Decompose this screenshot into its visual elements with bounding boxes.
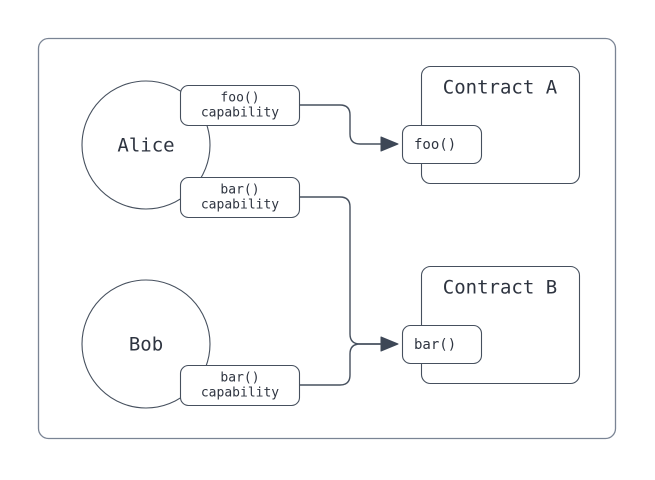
capability-label-alice-foo-line1: foo() xyxy=(220,91,259,106)
actor-circle-bob[interactable] xyxy=(81,279,211,409)
function-label-contract-a-foo: foo() xyxy=(414,137,456,153)
capability-label-alice-bar-line2: capability xyxy=(201,198,279,213)
capability-label-bob-bar-line1: bar() xyxy=(220,371,259,386)
arrowhead-icon xyxy=(380,136,399,152)
contract-a[interactable]: Contract A foo() xyxy=(401,65,581,185)
capability-alice-foo[interactable]: foo() capability xyxy=(179,84,301,127)
actor-label-bob: Bob xyxy=(129,334,163,356)
function-box-contract-a-foo[interactable] xyxy=(401,124,483,165)
contract-b[interactable]: Contract B bar() xyxy=(401,265,581,385)
capability-alice-bar[interactable]: bar() capability xyxy=(179,176,301,219)
capability-label-alice-foo-line2: capability xyxy=(201,106,279,121)
capability-box-alice-bar[interactable] xyxy=(179,176,301,219)
contract-title-contract-a: Contract A xyxy=(443,77,558,99)
edge-alice-foo-to-contract-a-foo xyxy=(299,104,399,152)
function-label-contract-b-bar: bar() xyxy=(414,337,456,353)
capability-label-alice-bar-line1: bar() xyxy=(220,183,259,198)
edge-bob-bar-to-contract-b-bar xyxy=(299,343,382,386)
capability-bob-bar[interactable]: bar() capability xyxy=(179,364,301,407)
function-box-contract-b-bar[interactable] xyxy=(401,324,483,365)
contract-title-contract-b: Contract B xyxy=(443,277,557,299)
capability-box-alice-foo[interactable] xyxy=(179,84,301,127)
capability-box-bob-bar[interactable] xyxy=(179,364,301,407)
actor-circle-alice[interactable] xyxy=(81,80,211,210)
capability-label-bob-bar-line2: capability xyxy=(201,386,279,401)
actor-label-alice: Alice xyxy=(117,135,174,157)
